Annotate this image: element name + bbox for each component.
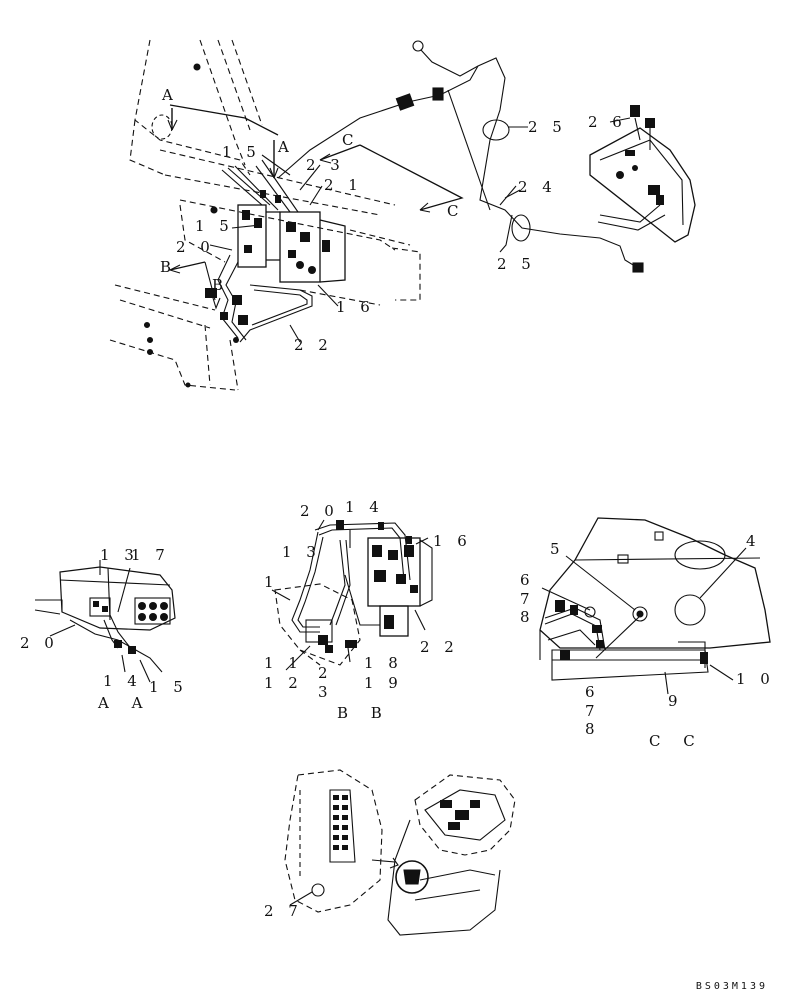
- section-a-left: A: [162, 86, 178, 104]
- aa-callout-20: 2 0: [20, 634, 59, 652]
- bb-callout-22: 2 2: [420, 638, 459, 656]
- view-bb-drawing: [271, 519, 433, 671]
- callout-22: 2 2: [294, 336, 333, 354]
- view-aa-drawing: [34, 560, 176, 683]
- bb-callout-11: 1 1: [264, 654, 303, 672]
- bb-callout-1: 1: [264, 573, 279, 591]
- cc-callout-7-lower: 7: [585, 702, 600, 720]
- view-cc-title: C C: [649, 732, 704, 750]
- view-cc-drawing: [539, 517, 771, 695]
- cc-callout-9: 9: [668, 692, 683, 710]
- section-b-right: B: [212, 276, 229, 294]
- bb-callout-14: 1 4: [345, 498, 384, 516]
- section-b-left: B: [160, 258, 177, 276]
- view-bb-title: B B: [337, 704, 391, 722]
- seat-view-drawing: [284, 769, 516, 936]
- callout-15-lower: 1 5: [195, 217, 234, 235]
- aa-callout-17: 1 7: [131, 546, 170, 564]
- section-c-lower: C: [447, 202, 464, 220]
- bb-callout-20: 2 0: [300, 502, 339, 520]
- aa-callout-13: 1 3: [100, 546, 139, 564]
- callout-23: 2 3: [306, 156, 345, 174]
- bb-callout-19: 1 9: [364, 674, 403, 692]
- drawing-code: BS03M139: [695, 981, 768, 992]
- cc-callout-10: 1 0: [736, 670, 775, 688]
- bb-callout-13: 1 3: [282, 543, 321, 561]
- bb-callout-3: 3: [318, 683, 333, 701]
- cc-callout-6-lower: 6: [585, 683, 600, 701]
- callout-20: 2 0: [176, 238, 215, 256]
- aa-callout-15: 1 5: [149, 678, 188, 696]
- callout-25-lower: 2 5: [497, 255, 536, 273]
- bb-callout-18: 1 8: [364, 654, 403, 672]
- bb-callout-16: 1 6: [433, 532, 472, 550]
- cc-callout-6-left: 6: [520, 571, 535, 589]
- aa-callout-14: 1 4: [103, 672, 142, 690]
- section-c-upper: C: [342, 131, 359, 149]
- cc-callout-4: 4: [746, 532, 761, 550]
- section-a-right: A: [278, 138, 294, 156]
- callout-26: 2 6: [588, 113, 627, 131]
- callout-25-upper: 2 5: [528, 118, 567, 136]
- cc-callout-5: 5: [550, 540, 565, 558]
- callout-15-upper: 1 5: [222, 143, 261, 161]
- callout-24: 2 4: [518, 178, 557, 196]
- top-assembly: [109, 39, 696, 391]
- callout-21: 2 1: [324, 176, 363, 194]
- callout-16: 1 6: [336, 298, 375, 316]
- callout-27: 2 7: [264, 902, 303, 920]
- cc-callout-8-left: 8: [520, 608, 535, 626]
- cc-callout-8-lower: 8: [585, 720, 600, 738]
- view-aa-title: A A: [98, 694, 152, 712]
- cc-callout-7-left: 7: [520, 590, 535, 608]
- bb-callout-2: 2: [318, 664, 333, 682]
- bb-callout-12: 1 2: [264, 674, 303, 692]
